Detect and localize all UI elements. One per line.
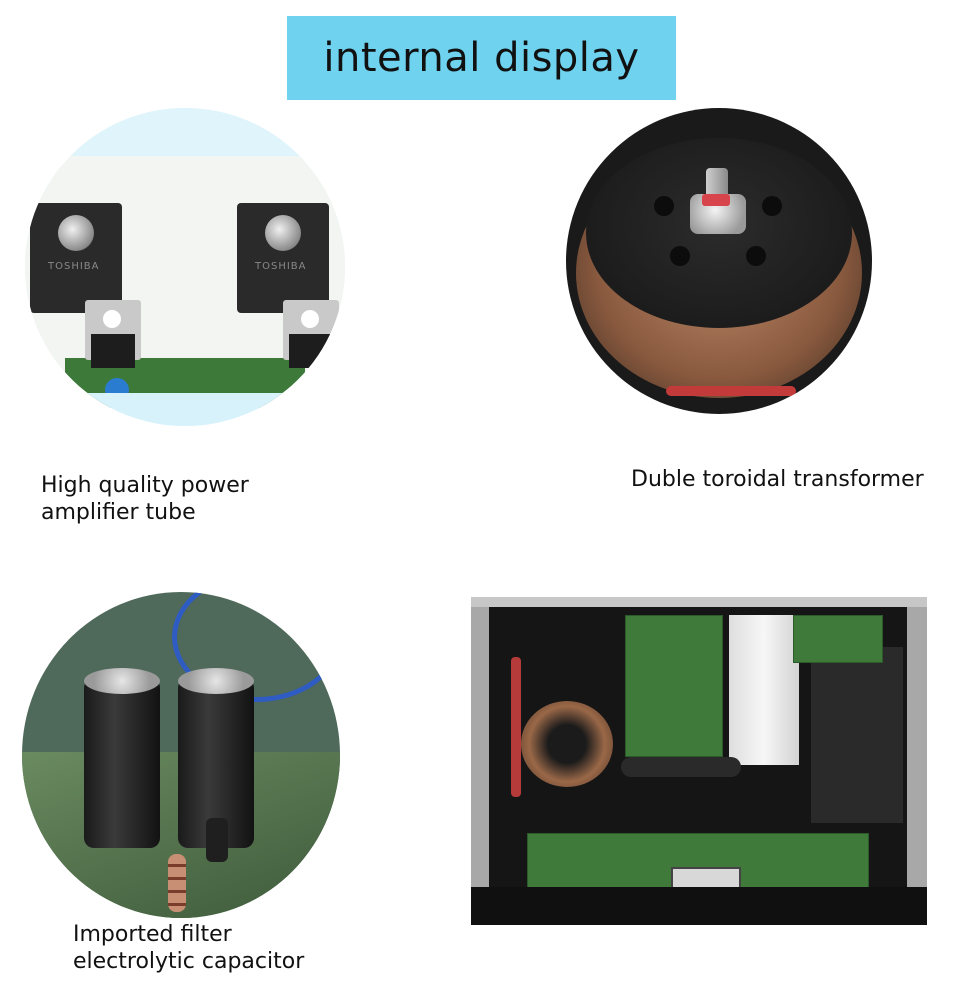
input-board: [793, 615, 883, 663]
small-capacitor: [206, 818, 228, 862]
transistor-right: TOSHIBA: [237, 203, 329, 313]
amplifier-internal-chassis-photo: [471, 597, 927, 925]
page-title: internal display: [323, 35, 640, 81]
regulator-left: [85, 300, 141, 368]
title-banner: internal display: [287, 16, 676, 100]
heatsink: [729, 615, 799, 765]
caption-tube: High quality power amplifier tube: [41, 473, 249, 525]
electrolytic-capacitor-photo: [22, 592, 340, 918]
caption-capacitor: Imported filter electrolytic capacitor: [73, 922, 305, 974]
transistor-left: TOSHIBA: [30, 203, 122, 313]
resistor: [168, 854, 186, 912]
transformer: [521, 701, 613, 787]
toroidal-transformer-photo: [566, 108, 872, 414]
capacitor-left: [84, 668, 160, 848]
blue-wire: [172, 592, 340, 702]
caption-transformer: Duble toroidal transformer: [631, 467, 924, 492]
regulator-right: [283, 300, 339, 368]
capacitor-right: [178, 668, 254, 848]
amplifier-board: [625, 615, 723, 757]
red-wire: [666, 386, 796, 396]
power-amplifier-tube-photo: TOSHIBA TOSHIBA: [25, 108, 345, 426]
